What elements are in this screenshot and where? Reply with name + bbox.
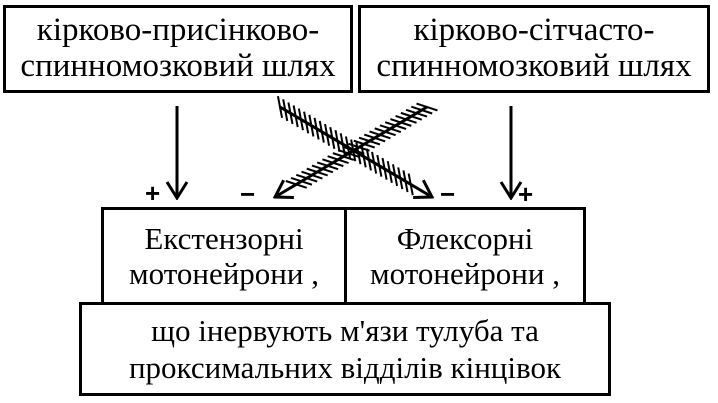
extensor-motoneurons-box: Екстензорні мотонейрони , — [101, 207, 347, 305]
hatch-tick — [358, 136, 381, 146]
hatch-tick — [303, 111, 310, 134]
hatch-tick — [381, 157, 388, 180]
top-right-line-1: кірково-сітчасто- — [413, 12, 655, 49]
hatch-tick — [324, 123, 331, 146]
extensor-line-2: мотонейрони , — [129, 256, 319, 291]
hatch-tick — [353, 139, 376, 149]
hatch-tick — [416, 102, 438, 112]
hatch-tick — [371, 151, 378, 174]
hatch-tick — [290, 176, 313, 186]
top-right-line-2: спинномозковий шлях — [376, 48, 692, 84]
inhibitory-hatching-to-flexor — [276, 96, 414, 196]
hatch-tick — [390, 118, 412, 127]
hatch-tick — [402, 170, 409, 193]
hatch-tick — [282, 99, 289, 122]
hatch-tick — [297, 108, 304, 131]
hatch-tick — [313, 117, 320, 140]
hatch-tick — [374, 127, 396, 137]
hatch-tick — [334, 130, 341, 153]
innervation-target-box: що інервують м'язи тулуба та проксимальн… — [79, 302, 611, 396]
hatch-tick — [322, 158, 344, 168]
hatch-tick — [329, 126, 336, 149]
hatch-tick — [365, 148, 372, 171]
hatch-tick — [285, 180, 308, 189]
hatch-tick — [332, 152, 355, 161]
hatch-tick — [295, 173, 318, 183]
hatch-tick — [318, 120, 325, 143]
cortico-vestibulospinal-tract-box: кірково-присінково- спинномозковий шлях — [3, 5, 353, 93]
hatch-tick — [306, 167, 328, 177]
hatch-tick — [369, 130, 391, 140]
hatch-tick — [379, 124, 402, 134]
hatch-tick — [311, 164, 334, 174]
hatch-tick — [308, 114, 315, 137]
hatch-tick — [395, 115, 417, 124]
hatch-tick — [292, 105, 299, 128]
plus-sign-right: + — [518, 179, 533, 209]
flexor-motoneurons-box: Флексорні мотонейрони , — [344, 207, 586, 305]
cortico-reticulospinal-tract-box: кірково-сітчасто- спинномозковий шлях — [358, 5, 710, 93]
hatch-tick — [397, 167, 404, 190]
hatch-tick — [392, 164, 399, 187]
top-left-line-2: спинномозковий шлях — [20, 48, 336, 84]
hatch-tick — [405, 108, 428, 118]
hatch-tick — [287, 102, 294, 125]
hatch-tick — [411, 105, 433, 115]
hatch-tick — [301, 170, 323, 180]
inhibitory-hatching-to-extensor — [285, 102, 438, 189]
flexor-line-1: Флексорні — [396, 220, 534, 256]
hatch-tick — [400, 111, 423, 121]
minus-sign-left: − — [240, 179, 255, 209]
flexor-line-2: мотонейрони , — [370, 256, 560, 291]
hatch-tick — [337, 149, 360, 158]
hatch-tick — [343, 145, 365, 155]
hatch-tick — [363, 133, 386, 143]
hatch-tick — [407, 173, 414, 196]
extensor-line-1: Екстензорні — [144, 220, 304, 256]
hatch-tick — [376, 154, 383, 177]
hatch-tick — [384, 121, 407, 130]
inhibitory-arrow-to-extensor — [275, 105, 428, 197]
plus-sign-left: + — [145, 178, 160, 208]
hatch-tick — [316, 161, 339, 171]
hatch-tick — [386, 161, 393, 184]
minus-sign-right: − — [440, 179, 455, 209]
bottom-line-2: проксимальних відділів кінцівок — [128, 350, 562, 385]
hatch-tick — [348, 142, 370, 152]
top-left-line-1: кірково-присінково- — [36, 12, 320, 49]
hatch-tick — [327, 155, 349, 164]
bottom-line-1: що інервують м'язи тулуба та — [151, 312, 539, 348]
hatch-tick — [276, 96, 284, 118]
